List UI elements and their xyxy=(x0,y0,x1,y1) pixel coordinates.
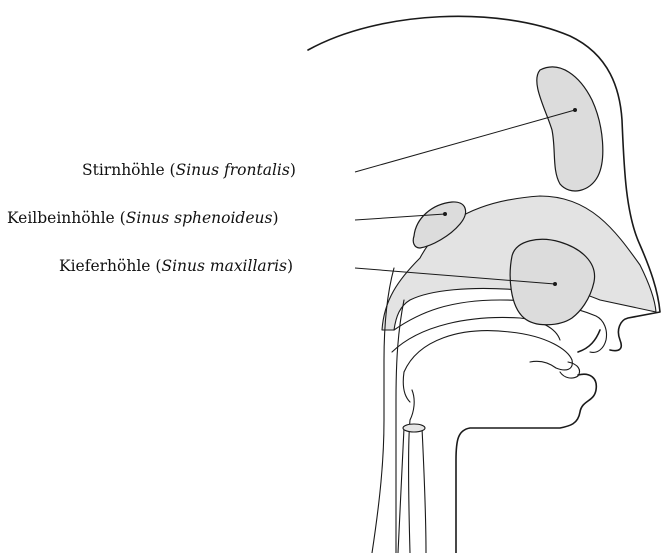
label-frontal-sinus: Stirnhöhle (Sinus frontalis) xyxy=(82,163,296,179)
uvula xyxy=(403,372,410,402)
esophagus-line xyxy=(409,390,415,553)
frontal-leader xyxy=(355,110,575,172)
tongue-outline xyxy=(404,331,572,372)
label-frontal-name: Stirnhöhle xyxy=(82,161,165,179)
chin-neck-outline xyxy=(456,374,596,553)
epiglottis xyxy=(403,424,425,432)
sphenoid-dot xyxy=(443,212,447,216)
label-sphenoid-name: Keilbeinhöhle xyxy=(7,209,115,227)
maxillary-dot xyxy=(553,282,557,286)
trachea-left xyxy=(398,428,404,553)
label-sphenoid-sinus: Keilbeinhöhle (Sinus sphenoideus) xyxy=(7,211,279,227)
trachea-right xyxy=(422,428,426,553)
frontal-sinus-shape xyxy=(537,67,603,191)
label-maxillary-latin: Sinus maxillaris xyxy=(161,257,287,275)
label-sphenoid-latin: Sinus sphenoideus xyxy=(126,209,273,227)
label-maxillary-name: Kieferhöhle xyxy=(59,257,150,275)
label-frontal-latin: Sinus frontalis xyxy=(176,161,290,179)
label-maxillary-sinus: Kieferhöhle (Sinus maxillaris) xyxy=(59,259,293,275)
frontal-dot xyxy=(573,108,577,112)
